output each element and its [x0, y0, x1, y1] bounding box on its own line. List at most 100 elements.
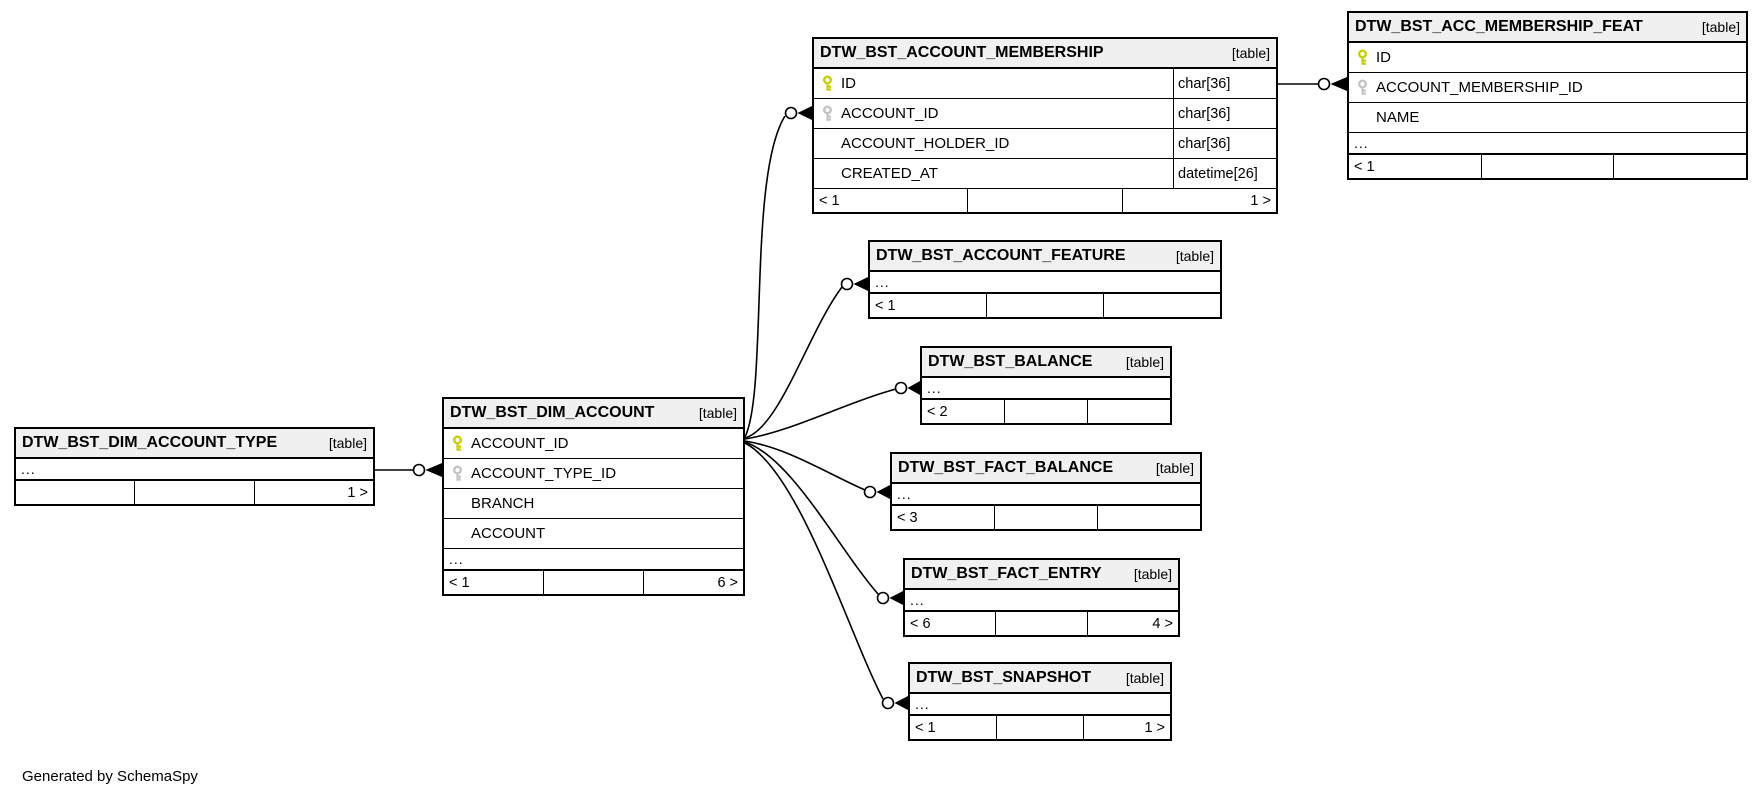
parent-count — [16, 481, 136, 504]
column-type: datetime[26] — [1173, 159, 1276, 188]
child-count — [1088, 400, 1170, 423]
primary-key-icon — [1349, 49, 1376, 66]
footer-cell — [135, 481, 255, 504]
more-columns-ellipsis: ... — [922, 378, 1170, 400]
relationship-DTW_BST_ACCOUNT_MEMBERSHIP-to-DTW_BST_ACC_MEMBERSHIP_FEAT — [1278, 77, 1347, 91]
table-DTW_BST_ACCOUNT_FEATURE[interactable]: DTW_BST_ACCOUNT_FEATURE [table]...< 1 — [868, 240, 1222, 319]
relationship-DTW_BST_DIM_ACCOUNT-to-DTW_BST_BALANCE — [744, 381, 920, 440]
table-header[interactable]: DTW_BST_ACCOUNT_FEATURE [table] — [870, 242, 1220, 272]
table-header[interactable]: DTW_BST_FACT_ENTRY[table] — [905, 560, 1178, 590]
relationship-DTW_BST_DIM_ACCOUNT-to-DTW_BST_ACCOUNT_FEATURE — [744, 277, 868, 439]
table-type-badge: [table] — [1175, 248, 1214, 264]
table-header[interactable]: DTW_BST_DIM_ACCOUNT[table] — [444, 399, 743, 429]
column-row-ACCOUNT_ID[interactable]: ACCOUNT_ID — [444, 429, 743, 459]
table-header[interactable]: DTW_BST_SNAPSHOT [table] — [910, 664, 1170, 694]
table-header[interactable]: DTW_BST_ACCOUNT_MEMBERSHIP[table] — [814, 39, 1276, 69]
cardinality-circle — [840, 277, 854, 291]
footer-cell — [997, 716, 1084, 739]
cardinality-circle — [412, 463, 426, 477]
column-name: NAME — [1376, 109, 1420, 126]
column-type: char[36] — [1173, 69, 1276, 98]
column-row-NAME[interactable]: NAME — [1349, 103, 1746, 133]
table-DTW_BST_ACC_MEMBERSHIP_FEAT[interactable]: DTW_BST_ACC_MEMBERSHIP_FEAT[table] ID ACCO… — [1347, 11, 1748, 180]
crow-foot-arrow-icon — [889, 591, 903, 605]
table-name: DTW_BST_SNAPSHOT — [916, 669, 1092, 686]
parent-count: < 1 — [910, 716, 997, 739]
column-name: ACCOUNT_HOLDER_ID — [841, 135, 1010, 152]
table-DTW_BST_BALANCE[interactable]: DTW_BST_BALANCE[table]...< 2 — [920, 346, 1172, 425]
table-header[interactable]: DTW_BST_BALANCE[table] — [922, 348, 1170, 378]
table-type-badge: [table] — [1155, 460, 1194, 476]
parent-count: < 1 — [870, 294, 987, 317]
column-row-ACCOUNT_HOLDER_ID[interactable]: ACCOUNT_HOLDER_ID char[36] — [814, 129, 1276, 159]
column-name: ACCOUNT — [471, 525, 546, 542]
footer-cell — [995, 506, 1098, 529]
table-footer: 1 > — [16, 481, 373, 504]
relationship-line — [744, 115, 786, 438]
primary-key-icon — [444, 435, 471, 452]
cardinality-circle — [881, 696, 895, 710]
child-count — [1104, 294, 1220, 317]
relationship-line — [744, 286, 843, 439]
cardinality-circle — [863, 485, 877, 499]
child-count: 4 > — [1152, 615, 1173, 632]
cardinality-circle — [1317, 77, 1331, 91]
table-type-badge: [table] — [1125, 670, 1164, 686]
table-name: DTW_BST_ACCOUNT_FEATURE — [876, 247, 1126, 264]
table-header[interactable]: DTW_BST_ACC_MEMBERSHIP_FEAT[table] — [1349, 13, 1746, 43]
crow-foot-arrow-icon — [907, 381, 920, 395]
table-footer: < 1 — [1349, 155, 1746, 178]
table-DTW_BST_DIM_ACCOUNT[interactable]: DTW_BST_DIM_ACCOUNT[table]ACCOUNT_ID ACCO… — [442, 397, 745, 596]
crow-foot-arrow-icon — [797, 106, 812, 120]
foreign-key-icon — [814, 105, 841, 122]
table-footer: < 1 — [870, 294, 1220, 317]
relationship-DTW_BST_DIM_ACCOUNT-to-DTW_BST_ACCOUNT_MEMBERSHIP — [744, 106, 812, 438]
table-name: DTW_BST_ACCOUNT_MEMBERSHIP — [820, 44, 1104, 61]
column-row-CREATED_AT[interactable]: CREATED_AT datetime[26] — [814, 159, 1276, 189]
column-row-BRANCH[interactable]: BRANCH — [444, 489, 743, 519]
table-name: DTW_BST_ACC_MEMBERSHIP_FEAT — [1355, 18, 1643, 35]
parent-count: < 2 — [922, 400, 1005, 423]
child-count: 6 > — [717, 574, 738, 591]
relationship-line — [744, 388, 897, 440]
more-columns-ellipsis: ... — [16, 459, 373, 481]
table-footer: < 3 — [892, 506, 1200, 529]
column-name: ACCOUNT_TYPE_ID — [471, 465, 617, 482]
column-row-ACCOUNT_MEMBERSHIP_ID[interactable]: ACCOUNT_MEMBERSHIP_ID — [1349, 73, 1746, 103]
crow-foot-arrow-icon — [1330, 77, 1347, 91]
table-DTW_BST_DIM_ACCOUNT_TYPE[interactable]: DTW_BST_DIM_ACCOUNT_TYPE [table]... 1 > — [14, 427, 375, 506]
child-count: 1 > — [1250, 192, 1271, 209]
more-columns-ellipsis: ... — [870, 272, 1220, 294]
table-header[interactable]: DTW_BST_FACT_BALANCE[table] — [892, 454, 1200, 484]
column-type: char[36] — [1173, 99, 1276, 128]
table-type-badge: [table] — [328, 435, 367, 451]
relationship-line — [744, 440, 866, 491]
column-row-ACCOUNT_TYPE_ID[interactable]: ACCOUNT_TYPE_ID — [444, 459, 743, 489]
table-name: DTW_BST_FACT_ENTRY — [911, 565, 1102, 582]
table-header[interactable]: DTW_BST_DIM_ACCOUNT_TYPE [table] — [16, 429, 373, 459]
child-count — [1098, 506, 1200, 529]
footer-cell — [987, 294, 1104, 317]
table-name: DTW_BST_DIM_ACCOUNT_TYPE — [22, 434, 278, 451]
column-name: ID — [1376, 49, 1391, 66]
relationship-DTW_BST_DIM_ACCOUNT-to-DTW_BST_FACT_BALANCE — [744, 440, 890, 499]
column-row-ACCOUNT[interactable]: ACCOUNT — [444, 519, 743, 549]
relationship-line — [744, 442, 884, 700]
relationship-DTW_BST_DIM_ACCOUNT-to-DTW_BST_SNAPSHOT — [744, 442, 908, 710]
column-row-ID[interactable]: ID — [1349, 43, 1746, 73]
table-DTW_BST_FACT_BALANCE[interactable]: DTW_BST_FACT_BALANCE[table]...< 3 — [890, 452, 1202, 531]
child-count: 1 > — [347, 484, 368, 501]
column-name: CREATED_AT — [841, 165, 938, 182]
footer-cell — [996, 612, 1088, 635]
column-type: char[36] — [1173, 129, 1276, 158]
parent-count: < 6 — [905, 612, 997, 635]
